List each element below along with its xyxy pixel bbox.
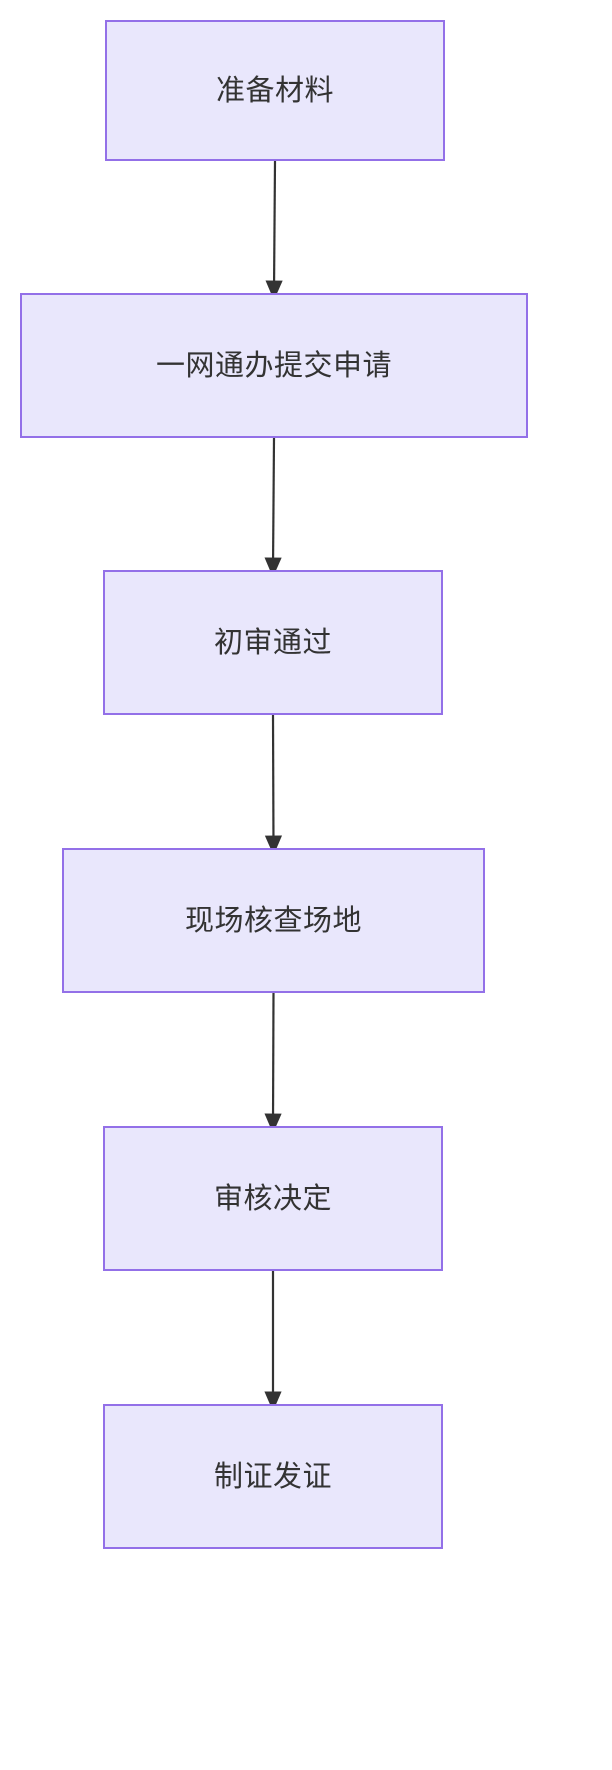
flow-node-6-label: 制证发证 xyxy=(213,1459,332,1494)
flow-node-5-label: 审核决定 xyxy=(213,1181,332,1216)
flow-node-2-label: 一网通办提交申请 xyxy=(155,348,392,383)
flow-node-1-label: 准备材料 xyxy=(215,73,334,108)
flow-node-6[interactable]: 制证发证 xyxy=(103,1404,443,1549)
flow-edge-4 xyxy=(264,992,282,1134)
flow-edge-1 xyxy=(265,160,283,301)
flow-node-2[interactable]: 一网通办提交申请 xyxy=(20,293,528,438)
flow-node-3-label: 初审通过 xyxy=(213,625,332,660)
flow-edge-2 xyxy=(264,437,282,578)
flow-node-4-label: 现场核查场地 xyxy=(184,903,362,938)
flow-node-1[interactable]: 准备材料 xyxy=(105,20,445,161)
flow-node-4[interactable]: 现场核查场地 xyxy=(62,848,485,993)
flow-node-3[interactable]: 初审通过 xyxy=(103,570,443,715)
flow-node-5[interactable]: 审核决定 xyxy=(103,1126,443,1271)
flow-edge-3 xyxy=(264,714,283,856)
